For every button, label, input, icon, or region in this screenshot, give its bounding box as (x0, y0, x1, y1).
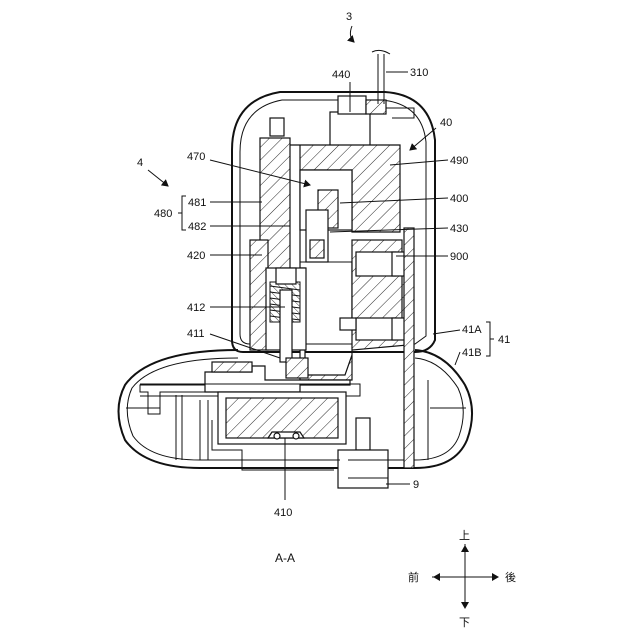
label-4: 4 (137, 157, 143, 169)
direction-indicator: 上 下 前 後 (408, 529, 516, 629)
direction-front: 前 (408, 570, 419, 584)
direction-up: 上 (459, 529, 470, 542)
label-482: 482 (188, 221, 206, 233)
label-410: 410 (274, 507, 292, 519)
label-440: 440 (332, 69, 350, 81)
label-900: 900 (450, 251, 468, 263)
label-411: 411 (187, 328, 205, 340)
direction-down: 下 (459, 617, 470, 629)
label-420: 420 (187, 250, 205, 262)
label-41A: 41A (462, 324, 482, 336)
label-3: 3 (346, 11, 352, 23)
label-9: 9 (413, 479, 419, 491)
label-470: 470 (187, 151, 205, 163)
label-430: 430 (450, 223, 468, 235)
lower-block-410 (218, 392, 346, 444)
direction-back: 後 (505, 570, 516, 584)
label-490: 490 (450, 155, 468, 167)
label-481: 481 (188, 197, 206, 209)
label-480: 480 (154, 208, 172, 220)
section-title: A-A (275, 551, 295, 565)
label-40: 40 (440, 117, 452, 129)
label-41B: 41B (462, 347, 482, 359)
label-400: 400 (450, 193, 468, 205)
label-41: 41 (498, 334, 510, 346)
label-310: 310 (410, 67, 428, 79)
label-412: 412 (187, 302, 205, 314)
